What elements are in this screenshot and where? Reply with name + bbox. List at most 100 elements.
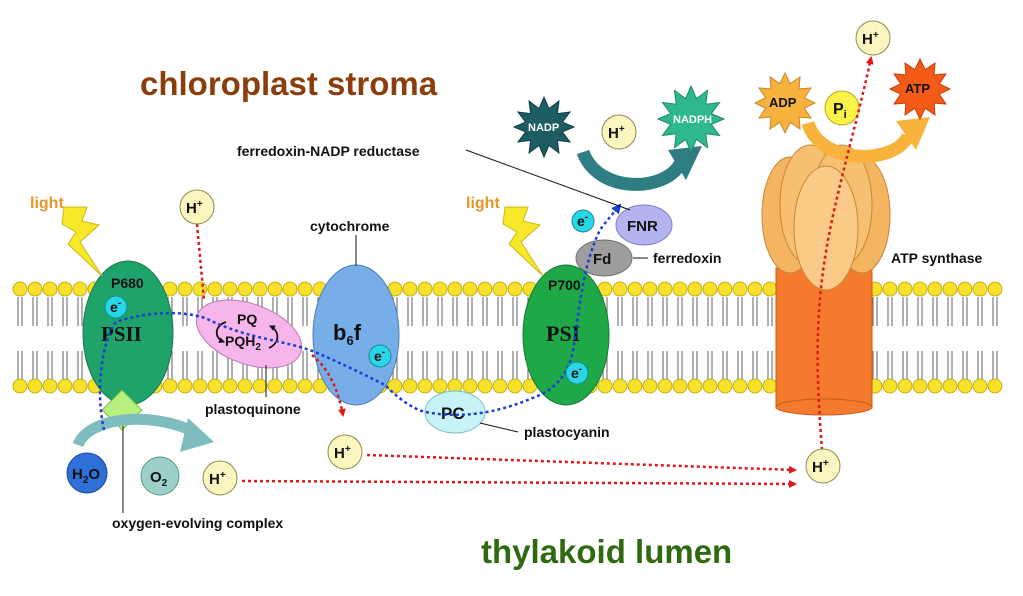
electron-transport-path <box>98 203 622 431</box>
lipid-head <box>432 281 448 297</box>
lipid-head <box>207 281 223 297</box>
adp-starburst <box>753 71 817 135</box>
lipid-head <box>42 378 58 394</box>
lipid-head <box>957 281 973 297</box>
atp-synthase-annotation: ATP synthase <box>891 250 983 266</box>
lipid-head <box>162 378 178 394</box>
lipid-head <box>177 281 193 297</box>
psii-center-label: P680 <box>111 275 144 291</box>
lipid-head <box>882 281 898 297</box>
lipid-head <box>222 281 238 297</box>
atp-synthase <box>761 144 891 416</box>
lipid-head <box>57 281 73 297</box>
proton-stroma-fnr: H+ <box>601 114 637 150</box>
proton-path-through-atp-synthase <box>816 56 874 451</box>
lipid-head <box>927 281 943 297</box>
atp-formation-arrow <box>801 120 914 163</box>
fd-label: Fd <box>593 251 611 268</box>
atp-label: ATP <box>905 81 930 96</box>
lipid-head <box>762 378 778 394</box>
water-label: H2O <box>72 466 100 486</box>
lipid-head <box>417 281 433 297</box>
atp-synthase-lobe <box>793 165 859 291</box>
lipid-head <box>882 378 898 394</box>
lipid-head <box>57 378 73 394</box>
electron-psii <box>104 295 128 319</box>
proton-lumen-atp: H+ <box>805 448 841 484</box>
lipid-head <box>642 281 658 297</box>
lipid-head <box>702 281 718 297</box>
lipid-head <box>687 281 703 297</box>
oxygen-label: O2 <box>150 469 168 489</box>
lipid-head <box>417 378 433 394</box>
atp-starburst <box>888 57 952 121</box>
lipid-head <box>72 281 88 297</box>
lipid-head <box>462 281 478 297</box>
lipid-head <box>282 281 298 297</box>
lipid-head <box>177 378 193 394</box>
lipid-head <box>732 281 748 297</box>
proton-lumen-b6f: H+ <box>327 434 363 470</box>
oec-annotation: oxygen-evolving complex <box>112 515 283 531</box>
fnr <box>615 204 673 246</box>
lipid-head <box>747 281 763 297</box>
lipid-head <box>507 378 523 394</box>
lipid-head <box>252 281 268 297</box>
lipid-head <box>447 281 463 297</box>
lipid-head <box>717 281 733 297</box>
lipid-head <box>207 378 223 394</box>
lipid-head <box>972 378 988 394</box>
lipid-head <box>762 281 778 297</box>
pq-label: PQ <box>237 311 257 327</box>
lipid-head <box>987 378 1003 394</box>
plastocyanin-callout-line <box>479 422 519 433</box>
fnr-annotation: ferredoxin-NADP reductase <box>237 143 420 159</box>
plastoquinone-annotation: plastoquinone <box>205 401 301 417</box>
lipid-head <box>942 281 958 297</box>
proton-stroma-pq: H+ <box>179 189 215 225</box>
svg-text:H+: H+ <box>334 444 351 462</box>
nadp-label: NADP <box>528 122 559 134</box>
lipid-head <box>252 378 268 394</box>
lightning-psii-icon <box>61 206 103 277</box>
lipid-head <box>927 378 943 394</box>
lipid-head <box>282 378 298 394</box>
lipid-head <box>507 281 523 297</box>
lipid-head <box>657 378 673 394</box>
lipid-head <box>912 378 928 394</box>
lipid-head <box>702 378 718 394</box>
lipid-head <box>897 281 913 297</box>
svg-text:H+: H+ <box>862 30 879 48</box>
lipid-head <box>297 281 313 297</box>
lipid-head <box>462 378 478 394</box>
lipid-head <box>267 281 283 297</box>
water-split-arrowhead <box>180 418 214 452</box>
nadp-starburst <box>512 95 576 159</box>
oxygen-molecule <box>140 456 180 496</box>
proton-path-psii-to-lumen <box>241 479 797 488</box>
lipid-head <box>237 281 253 297</box>
lipid-head <box>492 378 508 394</box>
proton-path-stroma-to-pq <box>195 223 206 301</box>
adp-label: ADP <box>769 95 797 110</box>
svg-text:H+: H+ <box>812 458 829 476</box>
lipid-head <box>672 378 688 394</box>
phosphate-circle <box>824 90 860 126</box>
lightning-psi-icon <box>502 206 544 277</box>
electron-b6f-label: e- <box>374 347 385 364</box>
pq-cycle-arrow-right <box>268 325 279 349</box>
lipid-head <box>687 378 703 394</box>
lipid-head <box>42 281 58 297</box>
lipid-head <box>297 378 313 394</box>
lumen-title: thylakoid lumen <box>481 533 732 570</box>
lipid-head <box>402 281 418 297</box>
lipid-head <box>192 281 208 297</box>
electron-psii-label: e- <box>110 298 121 315</box>
cytochrome-annotation: cytochrome <box>310 218 390 234</box>
pq-cycle-arrow-left <box>215 321 227 343</box>
lipid-head <box>402 378 418 394</box>
lipid-head <box>27 378 43 394</box>
lipid-head <box>12 378 28 394</box>
lipid-head <box>972 281 988 297</box>
